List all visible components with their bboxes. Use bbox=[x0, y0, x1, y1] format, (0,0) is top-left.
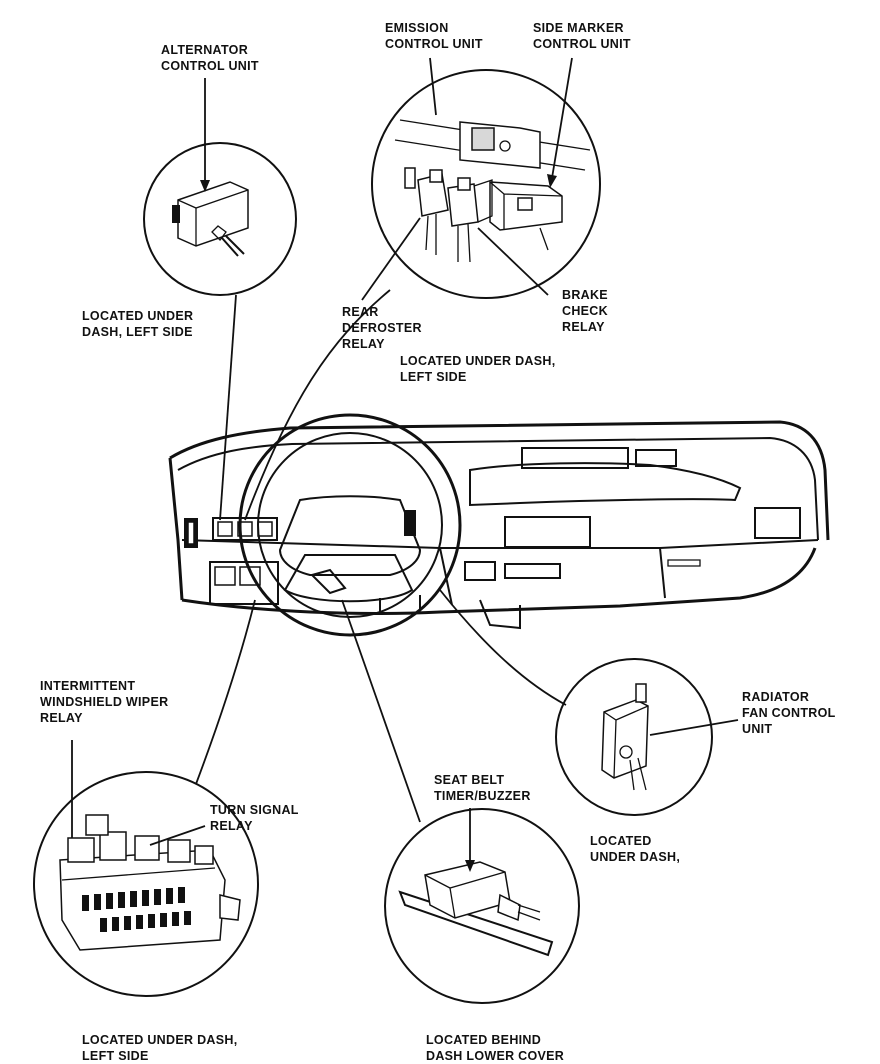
radiator-fan-leader-line bbox=[439, 589, 567, 706]
side-marker-label: SIDE MARKER CONTROL UNIT bbox=[533, 21, 631, 51]
seat-belt-label: SEAT BELT TIMER/BUZZER bbox=[434, 773, 531, 803]
emission-control-label: EMISSION CONTROL UNIT bbox=[385, 21, 483, 51]
seat-belt-leader-line bbox=[341, 599, 421, 823]
fuse-box-detail-circle bbox=[33, 740, 259, 997]
bottom-left-location-label: LOCATED UNDER DASH, LEFT SIDE bbox=[82, 1033, 241, 1063]
wiper-relay-label: INTERMITTENT WINDSHIELD WIPER RELAY bbox=[40, 679, 172, 725]
brake-check-label: BRAKE CHECK RELAY bbox=[562, 288, 612, 334]
radiator-location-label: LOCATED UNDER DASH, bbox=[590, 834, 680, 864]
radiator-fan-label: RADIATOR FAN CONTROL UNIT bbox=[742, 690, 839, 736]
seat-belt-location-label: LOCATED BEHIND DASH LOWER COVER bbox=[426, 1033, 564, 1063]
radiator-fan-detail-circle bbox=[555, 658, 739, 816]
fuse-box-leader-line bbox=[195, 599, 256, 785]
turn-signal-label: TURN SIGNAL RELAY bbox=[210, 803, 302, 833]
seat-belt-detail-circle bbox=[384, 808, 580, 1004]
alternator-location-label: LOCATED UNDER DASH, LEFT SIDE bbox=[82, 309, 197, 339]
alternator-label: ALTERNATOR CONTROL UNIT bbox=[161, 43, 259, 73]
dashboard-drawing bbox=[168, 413, 830, 637]
alternator-detail-circle bbox=[143, 78, 297, 296]
alternator-leader-line bbox=[219, 294, 237, 521]
top-location-label: LOCATED UNDER DASH, LEFT SIDE bbox=[400, 354, 559, 384]
rear-defroster-label: REAR DEFROSTER RELAY bbox=[342, 305, 426, 351]
relay-leader-line bbox=[244, 289, 391, 521]
relay-detail-circle bbox=[361, 57, 601, 301]
